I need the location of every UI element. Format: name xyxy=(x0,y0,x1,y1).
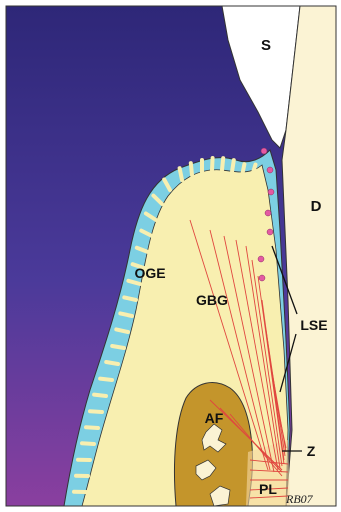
label-pl: PL xyxy=(259,481,277,497)
pink-cell xyxy=(265,210,271,216)
label-oge: OGE xyxy=(134,265,165,281)
pink-cell xyxy=(261,148,267,154)
rete-peg xyxy=(124,297,136,300)
rete-peg xyxy=(222,158,223,170)
rete-peg xyxy=(82,443,94,444)
rete-peg xyxy=(100,379,112,380)
rete-peg xyxy=(94,395,106,396)
pink-cell xyxy=(267,167,273,173)
pink-cell xyxy=(268,189,274,195)
rete-peg xyxy=(242,164,244,176)
pink-cell xyxy=(267,229,273,235)
rete-peg xyxy=(106,362,118,364)
rete-peg xyxy=(90,411,102,412)
label-s: S xyxy=(261,37,271,54)
pink-cell xyxy=(259,275,265,281)
label-gbg: GBG xyxy=(196,292,228,308)
rete-peg xyxy=(86,427,98,428)
rete-peg xyxy=(191,163,192,175)
label-z: Z xyxy=(307,443,316,459)
label-lse: LSE xyxy=(300,317,327,333)
rete-peg xyxy=(232,160,234,172)
artist-signature: RB07 xyxy=(285,492,314,506)
rete-peg xyxy=(120,313,132,316)
label-af: AF xyxy=(205,410,224,426)
rete-peg xyxy=(180,168,182,180)
rete-peg xyxy=(212,158,213,170)
label-d: D xyxy=(311,198,322,215)
pink-cell xyxy=(258,256,264,262)
rete-peg xyxy=(112,346,124,348)
rete-peg xyxy=(116,329,128,332)
